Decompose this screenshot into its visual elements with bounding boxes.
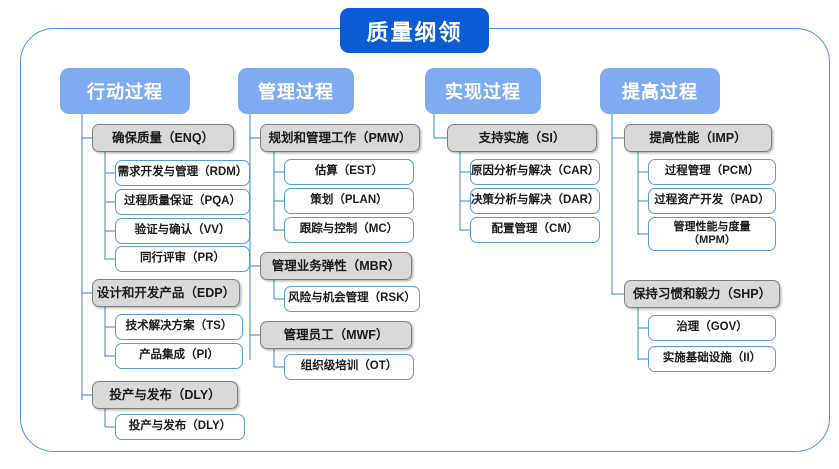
category-box-mwf[interactable]: 管理员工（MWF） xyxy=(260,321,412,349)
leaf-box-pr[interactable]: 同行评审（PR） xyxy=(115,246,250,272)
category-box-dly[interactable]: 投产与发布（DLY） xyxy=(92,381,238,409)
leaf-box-pad[interactable]: 过程资产开发（PAD） xyxy=(648,188,776,214)
leaf-box-rdm[interactable]: 需求开发与管理（RDM） xyxy=(115,160,250,186)
leaf-box-ts[interactable]: 技术解决方案（TS） xyxy=(115,314,243,340)
leaf-box-est[interactable]: 估算（EST） xyxy=(284,159,414,185)
leaf-box-car[interactable]: 原因分析与解决（CAR） xyxy=(470,159,600,185)
category-box-pmw[interactable]: 规划和管理工作（PMW） xyxy=(260,124,420,152)
leaf-box-dar[interactable]: 决策分析与解决（DAR） xyxy=(470,188,600,214)
leaf-box-pi[interactable]: 产品集成（PI） xyxy=(115,343,243,369)
category-box-si[interactable]: 支持实施（SI） xyxy=(447,124,597,152)
column-header-management-process[interactable]: 管理过程 xyxy=(238,68,354,114)
leaf-box-pcm[interactable]: 过程管理（PCM） xyxy=(648,159,776,185)
leaf-box-mpm[interactable]: 管理性能与度量 （MPM） xyxy=(648,217,776,251)
leaf-box-dly[interactable]: 投产与发布（DLY） xyxy=(115,414,245,440)
leaf-box-vv[interactable]: 验证与确认（VV） xyxy=(115,218,250,244)
leaf-box-ot[interactable]: 组织级培训（OT） xyxy=(284,354,414,380)
category-box-edp[interactable]: 设计和开发产品（EDP） xyxy=(92,279,240,307)
leaf-box-ii[interactable]: 实施基础设施（II） xyxy=(648,346,776,372)
category-box-imp[interactable]: 提高性能（IMP） xyxy=(624,124,772,152)
column-header-realization-process[interactable]: 实现过程 xyxy=(425,68,541,114)
leaf-box-cm[interactable]: 配置管理（CM） xyxy=(470,217,600,243)
page-title: 质量纲领 xyxy=(340,8,489,53)
column-header-action-process[interactable]: 行动过程 xyxy=(60,68,190,114)
leaf-box-rsk[interactable]: 风险与机会管理（RSK） xyxy=(284,286,420,312)
leaf-box-pqa[interactable]: 过程质量保证（PQA） xyxy=(115,189,250,215)
category-box-enq[interactable]: 确保质量（ENQ） xyxy=(92,124,234,152)
column-header-improvement-process[interactable]: 提高过程 xyxy=(600,68,720,114)
category-box-mbr[interactable]: 管理业务弹性（MBR） xyxy=(260,252,412,280)
leaf-box-plan[interactable]: 策划（PLAN） xyxy=(284,188,414,214)
leaf-box-gov[interactable]: 治理（GOV） xyxy=(648,315,776,341)
category-box-shp[interactable]: 保持习惯和毅力（SHP） xyxy=(624,280,780,308)
leaf-box-mc[interactable]: 跟踪与控制（MC） xyxy=(284,217,414,243)
